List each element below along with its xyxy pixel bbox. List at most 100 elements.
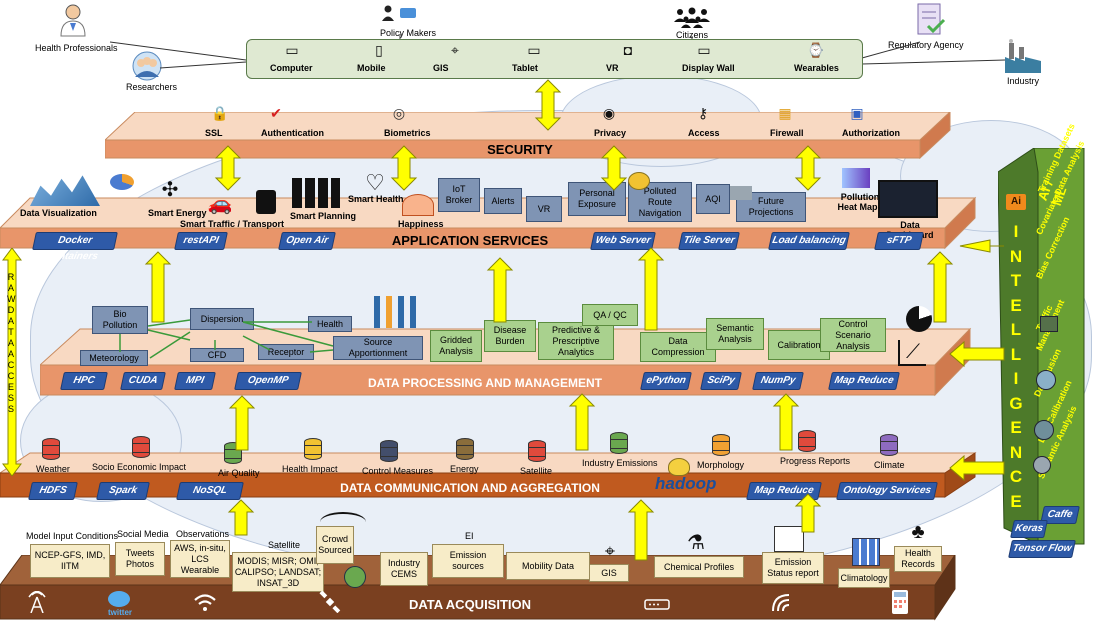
- signal-icon: [770, 592, 796, 614]
- security-title: SECURITY: [487, 142, 553, 157]
- app-aqi: AQI: [696, 184, 730, 214]
- store-satellite: Satellite: [520, 466, 553, 476]
- aqi-image: [730, 186, 752, 200]
- wifi-icon: [192, 593, 218, 613]
- acq-header-model-input-conditions: Model Input Conditions: [26, 531, 119, 541]
- ai-logo: Ai: [1006, 194, 1026, 210]
- db-progress-reports-icon: [798, 430, 816, 452]
- acq-header-satellite: Satellite: [268, 540, 301, 550]
- model-dispersion: Dispersion: [190, 308, 254, 330]
- acq-crowd-sourced: Crowd Sourced: [316, 526, 354, 564]
- antenna-icon: [26, 590, 48, 614]
- store-morphology: Morphology: [697, 460, 745, 470]
- raw-data-access-label: RAW DATA ACCESS: [7, 272, 16, 414]
- gis-icon: ⌖: [451, 41, 459, 58]
- ai-datafusion-image: [1036, 370, 1056, 390]
- device-bar: [246, 39, 863, 79]
- acq-climatology: Climatology: [838, 568, 890, 588]
- industry-icon: [1003, 38, 1043, 74]
- heart-pulse-icon: ♡: [365, 170, 385, 195]
- security-ssl: SSL: [205, 128, 223, 138]
- regulatory-agency-icon: [913, 1, 947, 39]
- processing-title: DATA PROCESSING AND MANAGEMENT: [368, 376, 602, 390]
- db-socio-economic-impact-icon: [132, 436, 150, 458]
- security-firewall: Firewall: [770, 128, 804, 138]
- acquisition-title: DATA ACQUISITION: [408, 597, 532, 612]
- store-socio-economic-impact: Socio Economic Impact: [92, 462, 187, 472]
- ai-semantic-image: [1033, 456, 1051, 474]
- pie-chart-icon: [110, 174, 134, 190]
- gis-map-icon: ⌖: [604, 540, 616, 561]
- acq-chemical-profiles: Chemical Profiles: [654, 556, 744, 578]
- ai-lcs-image: [1034, 420, 1054, 440]
- model-health: Health: [308, 316, 352, 332]
- calculator-icon: [890, 588, 910, 616]
- access-icon: ⚷: [697, 104, 709, 121]
- mobile-icon: ▯: [375, 41, 383, 58]
- policy-makers-icon: [380, 3, 420, 23]
- citizens-icon: [672, 6, 712, 28]
- satellite-icon: [318, 590, 342, 614]
- happiness-chart-icon: [402, 194, 434, 216]
- stakeholder-regulatory-agency: Regulatory Agency: [888, 40, 964, 50]
- application-title: APPLICATION SERVICES: [391, 233, 549, 248]
- acq-gis: GIS: [589, 564, 629, 582]
- db-weather-icon: [42, 438, 60, 460]
- db-morphology-icon: [712, 434, 730, 456]
- acq-emission-status-report: Emission Status report: [762, 552, 824, 584]
- globe-icon: [344, 566, 366, 588]
- device-display-wall: Display Wall: [682, 63, 735, 73]
- acq-header-observations: Observations: [176, 529, 230, 539]
- app-smart-health: Smart Health: [348, 194, 404, 204]
- raw-data-access-arrow: [2, 248, 22, 476]
- store-progress-reports: Progress Reports: [780, 456, 851, 466]
- doctor-icon: [57, 2, 89, 38]
- researchers-icon: [130, 50, 164, 82]
- store-health-impact: Health Impact: [282, 464, 338, 474]
- firewall-icon: ▦: [778, 104, 792, 121]
- store-climate: Climate: [874, 460, 905, 470]
- model-connectors: [119, 319, 334, 359]
- store-energy: Energy: [450, 464, 479, 474]
- device-computer: Computer: [270, 63, 313, 73]
- line-chart-icon: ⟋: [898, 340, 926, 366]
- security-authentication: Authentication: [261, 128, 324, 138]
- wind-turbine-icon: ✣: [161, 178, 179, 201]
- db-energy-icon: [456, 438, 474, 460]
- acq-header-social-media: Social Media: [117, 529, 169, 539]
- security-biometrics: Biometrics: [384, 128, 431, 138]
- security-authorization: Authorization: [842, 128, 900, 138]
- intelligence-label: INTELLIGENCE: [1009, 222, 1023, 511]
- hadoop-elephant-icon: [668, 458, 690, 476]
- db-health-impact-icon: [304, 438, 322, 460]
- device-mobile: Mobile: [357, 63, 386, 73]
- db-control-measures-icon: [380, 440, 398, 462]
- analytics-disease-burden: Disease Burden: [484, 320, 536, 352]
- climatology-icon: [852, 538, 880, 566]
- app-iot-broker: IoT Broker: [438, 178, 480, 212]
- lungs-icon: ♣: [911, 520, 925, 543]
- store-weather: Weather: [36, 464, 70, 474]
- app-vr: VR: [526, 196, 562, 222]
- db-industry-emissions-icon: [610, 432, 628, 454]
- route-map-icon: [628, 172, 650, 190]
- ai-traffic-image: [1040, 316, 1058, 332]
- computer-icon: ▭: [285, 41, 299, 58]
- pie-chart-icon: [906, 306, 932, 332]
- device-wearables: Wearables: [794, 63, 839, 73]
- store-air-quality: Air Quality: [218, 468, 260, 478]
- security-layer: [105, 112, 951, 160]
- buildings-icon: [292, 178, 340, 208]
- model-cfd: CFD: [190, 348, 244, 362]
- db-climate-icon: [880, 434, 898, 456]
- display-wall-icon: ▭: [697, 41, 711, 58]
- security-privacy: Privacy: [594, 128, 627, 138]
- analytics-predictive-prescriptive-analytics: Predictive & Prescriptive Analytics: [538, 322, 614, 360]
- stakeholder-health-professionals: Health Professionals: [35, 43, 118, 53]
- vr-icon: ◘: [623, 42, 633, 58]
- model-meteorology: Meteorology: [80, 350, 148, 366]
- model-source-apportionment: Source Apportionment: [333, 336, 423, 360]
- analytics-calibration: Calibration: [768, 330, 830, 360]
- store-control-measures: Control Measures: [362, 466, 434, 476]
